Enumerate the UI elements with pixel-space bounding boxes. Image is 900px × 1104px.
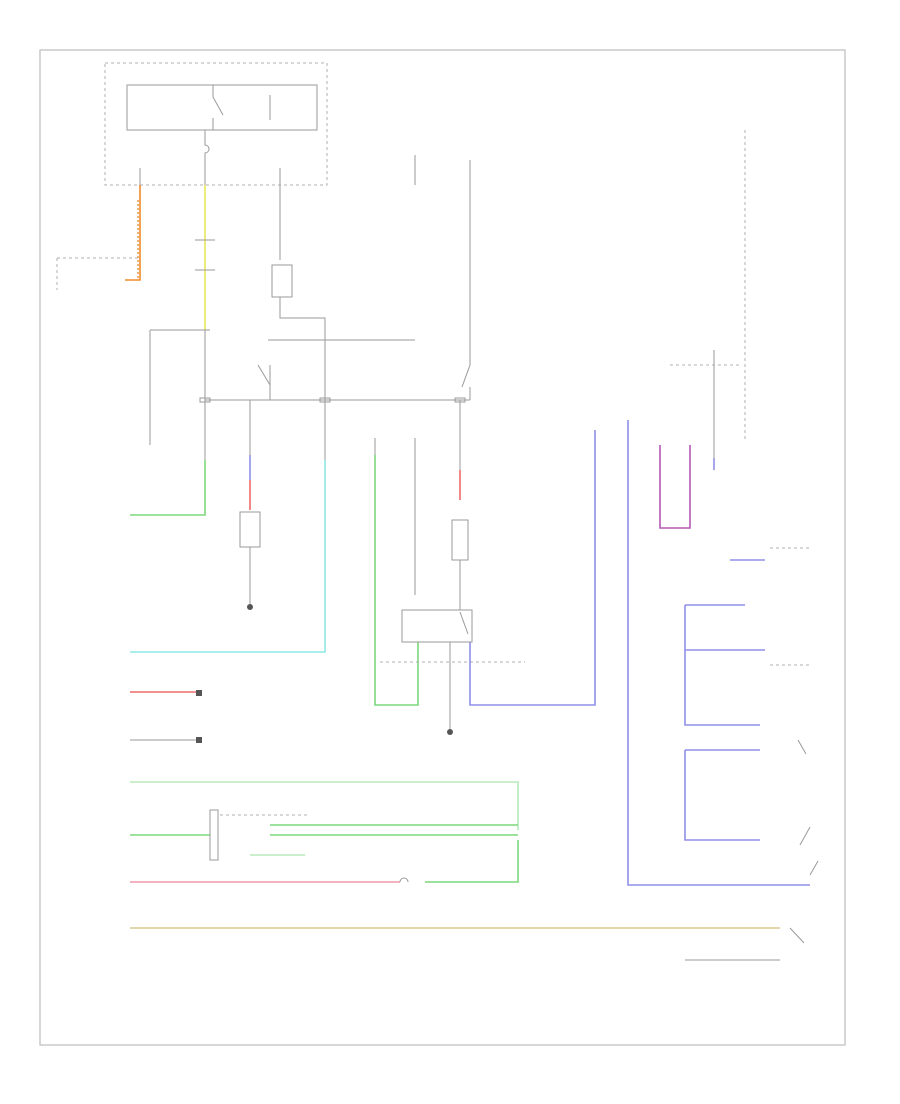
ground-point-1 — [247, 604, 253, 610]
wire-green-left — [130, 460, 206, 516]
wire-cyan — [130, 460, 326, 653]
switch-contact-right-3 — [809, 860, 819, 876]
wire-switch-3 — [461, 160, 471, 400]
diagram-frame — [39, 49, 846, 1046]
main-relay-switch — [212, 85, 224, 130]
cruise-relay-contact — [459, 611, 469, 635]
switch-contact-right-1 — [797, 739, 807, 755]
brake-switch — [239, 511, 261, 548]
wire-grey-to-bus — [279, 297, 326, 330]
connector-grey — [196, 737, 202, 743]
wire-purple-loop — [659, 445, 691, 529]
wire-blue-long — [627, 420, 810, 886]
junction-2 — [319, 397, 331, 403]
junction-1 — [199, 397, 211, 403]
wire-orange — [125, 185, 141, 281]
fuse-link-lower — [204, 130, 210, 168]
wire-blue-center — [469, 430, 596, 706]
ecm-dashed-boundary — [56, 257, 140, 290]
wire-green-5 — [425, 840, 519, 883]
connector-marks-yellow — [195, 239, 215, 271]
inline-fuse — [399, 877, 409, 883]
wire-blue-right-2 — [684, 605, 760, 726]
cruise-relay — [401, 609, 473, 643]
switch-contact-1 — [257, 364, 271, 400]
main-relay-outline — [126, 84, 318, 131]
under-hood-fuse-relay-box — [104, 62, 328, 186]
junction-3 — [454, 397, 466, 403]
switch-contact-right-2 — [799, 826, 811, 846]
tcm-connector — [209, 809, 219, 861]
clutch-switch — [451, 519, 469, 561]
sub-relay-box — [271, 264, 293, 298]
switch-contact-bottom — [789, 927, 805, 944]
ground-point-2 — [447, 729, 453, 735]
wire-lightgreen-1 — [130, 781, 519, 830]
wire-green-center — [374, 455, 419, 706]
connector-red — [196, 690, 202, 696]
wire-blue-right-4 — [684, 750, 760, 841]
